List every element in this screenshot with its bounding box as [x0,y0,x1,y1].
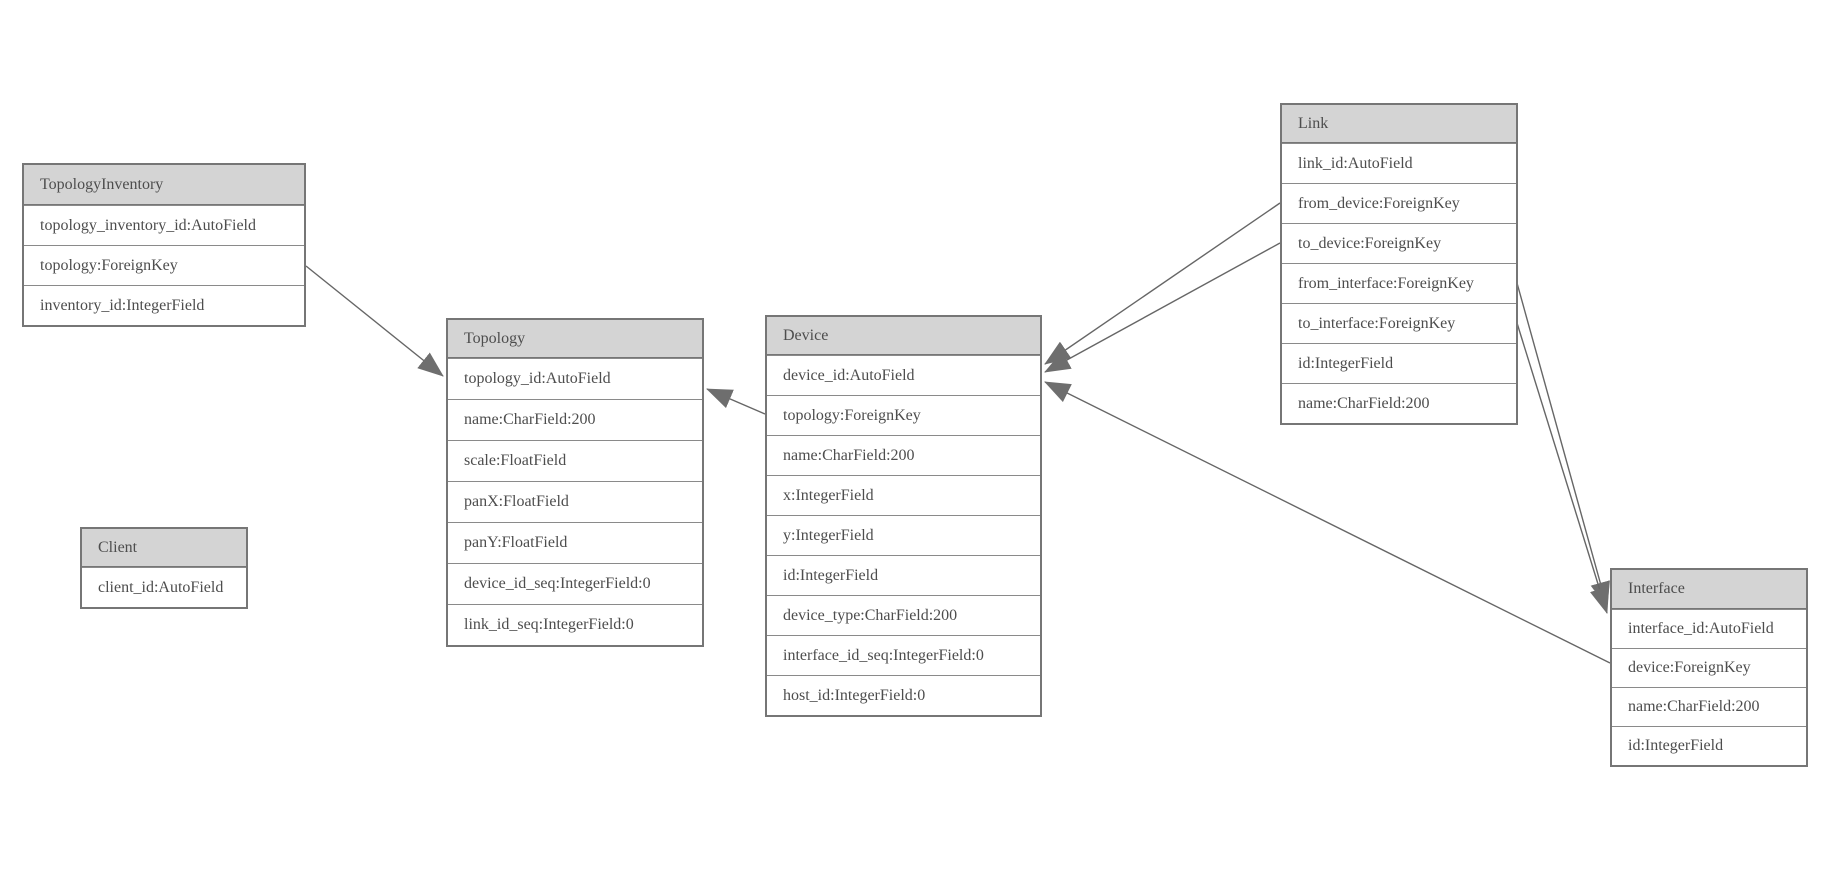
entity-topology-field-0: topology_id:AutoField [448,358,702,399]
entity-device-field-7: interface_id_seq:IntegerField:0 [767,635,1040,675]
entity-topology-inventory-field-1: topology:ForeignKey [24,245,304,285]
entity-topology-field-6: link_id_seq:IntegerField:0 [448,604,702,645]
entity-topology-inventory-field-0: topology_inventory_id:AutoField [24,205,304,245]
connection-topologyinventory-topology-to-topology [305,265,444,377]
entity-device-field-2: name:CharField:200 [767,435,1040,475]
entity-interface-title: Interface [1612,570,1806,609]
entity-device-field-4: y:IntegerField [767,515,1040,555]
entity-client-title: Client [82,529,246,567]
entity-device-field-5: id:IntegerField [767,555,1040,595]
entity-device-field-6: device_type:CharField:200 [767,595,1040,635]
entity-client-field-0: client_id:AutoField [82,567,246,607]
entity-interface-field-1: device:ForeignKey [1612,648,1806,687]
entity-topology-field-5: device_id_seq:IntegerField:0 [448,563,702,604]
entity-topology-title: Topology [448,320,702,358]
entity-interface-field-0: interface_id:AutoField [1612,609,1806,648]
entity-link-field-5: id:IntegerField [1282,343,1516,383]
connection-link-to_interface-to-interface [1516,322,1610,614]
entity-link-field-2: to_device:ForeignKey [1282,223,1516,263]
entity-link-field-0: link_id:AutoField [1282,143,1516,183]
connection-link-from_interface-to-interface [1516,282,1610,608]
connection-link-from_device-to-device [1044,202,1281,365]
entity-topology-inventory-field-2: inventory_id:IntegerField [24,285,304,325]
entity-device-field-3: x:IntegerField [767,475,1040,515]
entity-device-field-1: topology:ForeignKey [767,395,1040,435]
entity-link-field-4: to_interface:ForeignKey [1282,303,1516,343]
connection-link-to_device-to-device [1044,242,1281,373]
connection-device-topology-to-topology [706,388,766,415]
entity-link-field-6: name:CharField:200 [1282,383,1516,423]
entity-link-title: Link [1282,105,1516,143]
entity-interface-field-2: name:CharField:200 [1612,687,1806,726]
entity-link-field-1: from_device:ForeignKey [1282,183,1516,223]
entity-device-field-0: device_id:AutoField [767,355,1040,395]
entity-topology-field-3: panX:FloatField [448,481,702,522]
entity-topology-inventory-title: TopologyInventory [24,165,304,205]
entity-interface-field-3: id:IntegerField [1612,726,1806,765]
entity-topology-field-4: panY:FloatField [448,522,702,563]
entity-topology-field-2: scale:FloatField [448,440,702,481]
entity-device-title: Device [767,317,1040,355]
entity-link-field-3: from_interface:ForeignKey [1282,263,1516,303]
entity-topology-field-1: name:CharField:200 [448,399,702,440]
entity-device-field-8: host_id:IntegerField:0 [767,675,1040,715]
